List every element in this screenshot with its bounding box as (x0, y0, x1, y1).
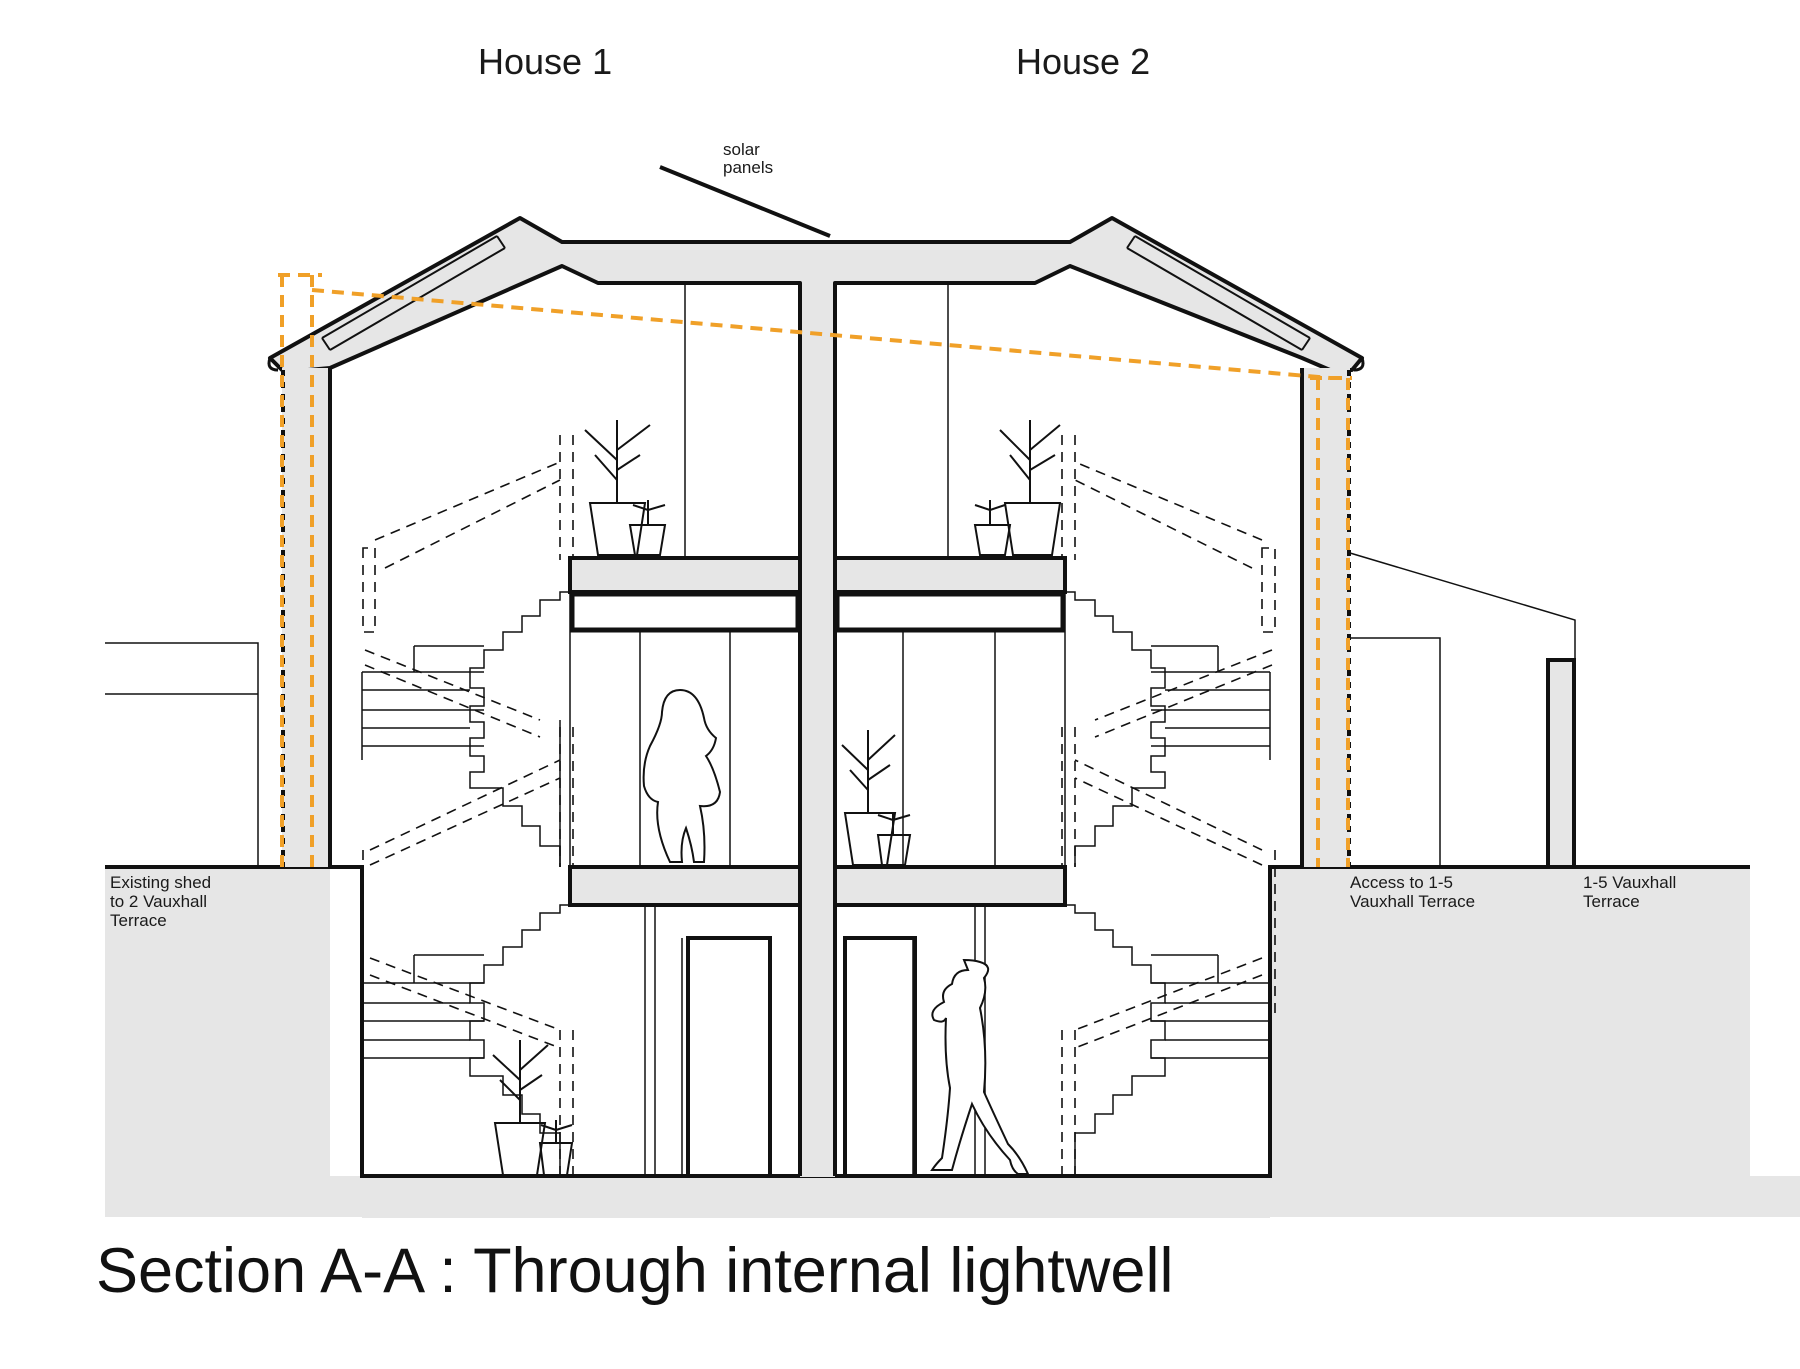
access-label-line1: Access to 1-5 (1350, 873, 1453, 892)
person-lower (930, 958, 1030, 1175)
existing-outline (278, 273, 1352, 867)
plant-upper-right (973, 420, 1062, 556)
access-label-line2: Vauxhall Terrace (1350, 892, 1475, 911)
beam-1 (569, 591, 801, 633)
person-upper (642, 688, 722, 863)
floor-slab-upper-1 (568, 556, 802, 594)
stair-right (1065, 591, 1271, 1176)
wall-lines (328, 368, 1304, 867)
plant-mid-right (841, 730, 912, 866)
shed-label-line3: Terrace (110, 911, 167, 930)
wall-right (1302, 368, 1350, 867)
floor-slab-ground-2 (833, 865, 1067, 907)
party-wall-lines (798, 283, 837, 1176)
vauxhall-label-line1: 1-5 Vauxhall (1583, 873, 1676, 892)
vauxhall-label-line2: Terrace (1583, 892, 1640, 911)
floor-slab-upper-2 (833, 556, 1067, 594)
house2-heading: House 2 (1016, 41, 1150, 82)
basement-slab (362, 1176, 1270, 1218)
stair-left (361, 591, 570, 1176)
floor-slab-ground-1 (568, 865, 802, 907)
existing-shed (105, 642, 259, 867)
gutter-left (267, 357, 279, 372)
boundary-wall (1546, 658, 1576, 869)
drawing-title: Section A-A : Through internal lightwell (96, 1236, 1173, 1306)
shed-label-line2: to 2 Vauxhall (110, 892, 207, 911)
door-1 (686, 936, 772, 1178)
party-wall (800, 283, 835, 1177)
beam-2 (834, 591, 1066, 633)
solar-label-line1: solar (723, 140, 760, 159)
neighbour-building (1349, 552, 1576, 867)
house1-heading: House 1 (478, 41, 612, 82)
dashed-hidden-lines (362, 435, 1276, 1176)
shed-label-line1: Existing shed (110, 873, 211, 892)
solar-label-line2: panels (723, 158, 773, 177)
door-2 (843, 936, 917, 1178)
solar-panel (659, 165, 831, 238)
wall-left (282, 368, 330, 867)
plant-lower-left (492, 1040, 574, 1176)
ground-fill-right (1270, 867, 1750, 1217)
plant-upper-left (584, 420, 667, 556)
gutter-right (1353, 357, 1365, 372)
